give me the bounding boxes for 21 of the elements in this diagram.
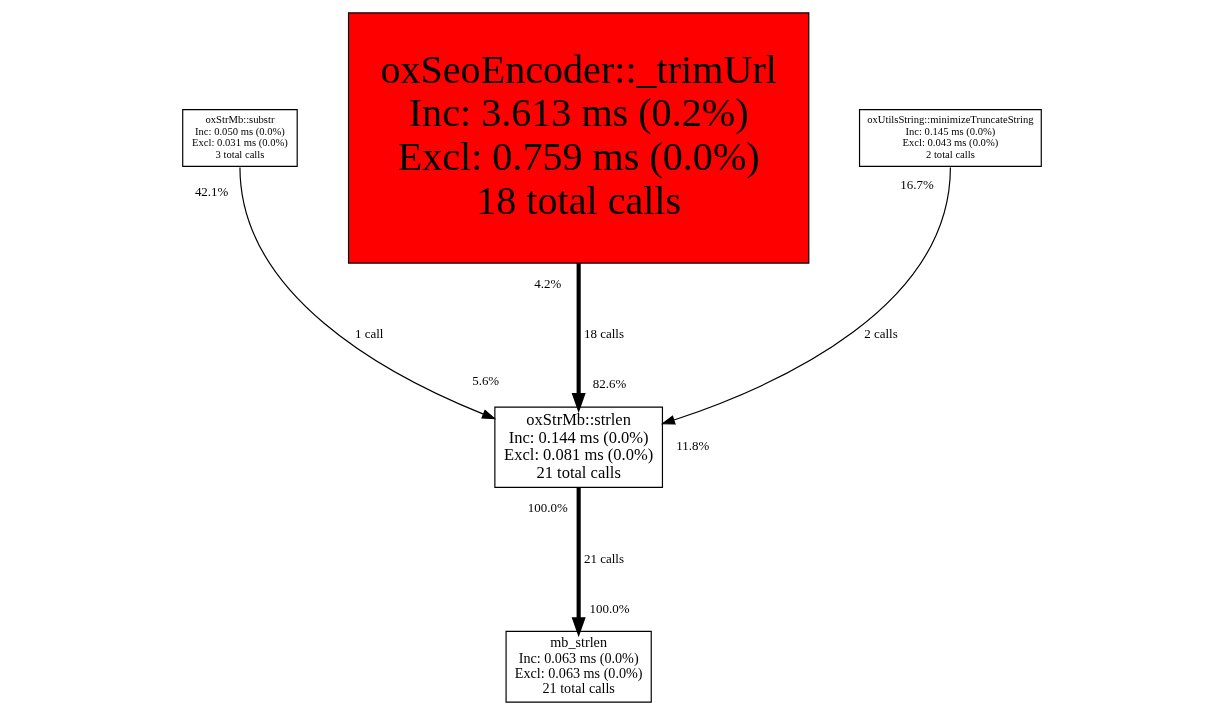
edge-label: 21 calls <box>583 550 624 566</box>
edge-label: 18 calls <box>583 326 624 342</box>
arrow <box>238 166 496 420</box>
edge-label: 1 call <box>354 326 383 342</box>
arrow <box>571 263 586 413</box>
edge-label: 2 calls <box>863 326 898 342</box>
node-label: 100.0% <box>589 600 630 616</box>
node-label: 82.6% <box>592 376 626 392</box>
node-label: 11.8% <box>675 437 709 453</box>
node-label: 16.7% <box>899 176 934 192</box>
node-box: oxSeoEncoder::_trimUrl Inc: 3.613 ms (0.2%) Excl: 0.759 ms (0.0%) 18 total calls <box>347 12 809 264</box>
node-label: 4.2% <box>533 276 561 292</box>
node-box: oxStrMb::substr Inc: 0.050 ms (0.0%) Excl: 0.031 ms (0.0%) 3 total calls <box>181 109 298 167</box>
node-label: 5.6% <box>471 373 499 389</box>
node-box: mb_strlen Inc: 0.063 ms (0.0%) Excl: 0.063 ms (0.0%) 21 total calls <box>505 630 652 703</box>
node-label: 42.1% <box>194 183 228 199</box>
node-box: oxUtilsString::minimizeTruncateString Inc: 0.145 ms (0.0%) Excl: 0.043 ms (0.0%) 2 total calls <box>858 109 1042 167</box>
arrow <box>660 166 951 425</box>
node-box: oxStrMb::strlen Inc: 0.144 ms (0.0%) Excl: 0.081 ms (0.0%) 21 total calls <box>493 406 663 488</box>
arrow <box>571 487 586 638</box>
node-label: 100.0% <box>527 500 568 516</box>
